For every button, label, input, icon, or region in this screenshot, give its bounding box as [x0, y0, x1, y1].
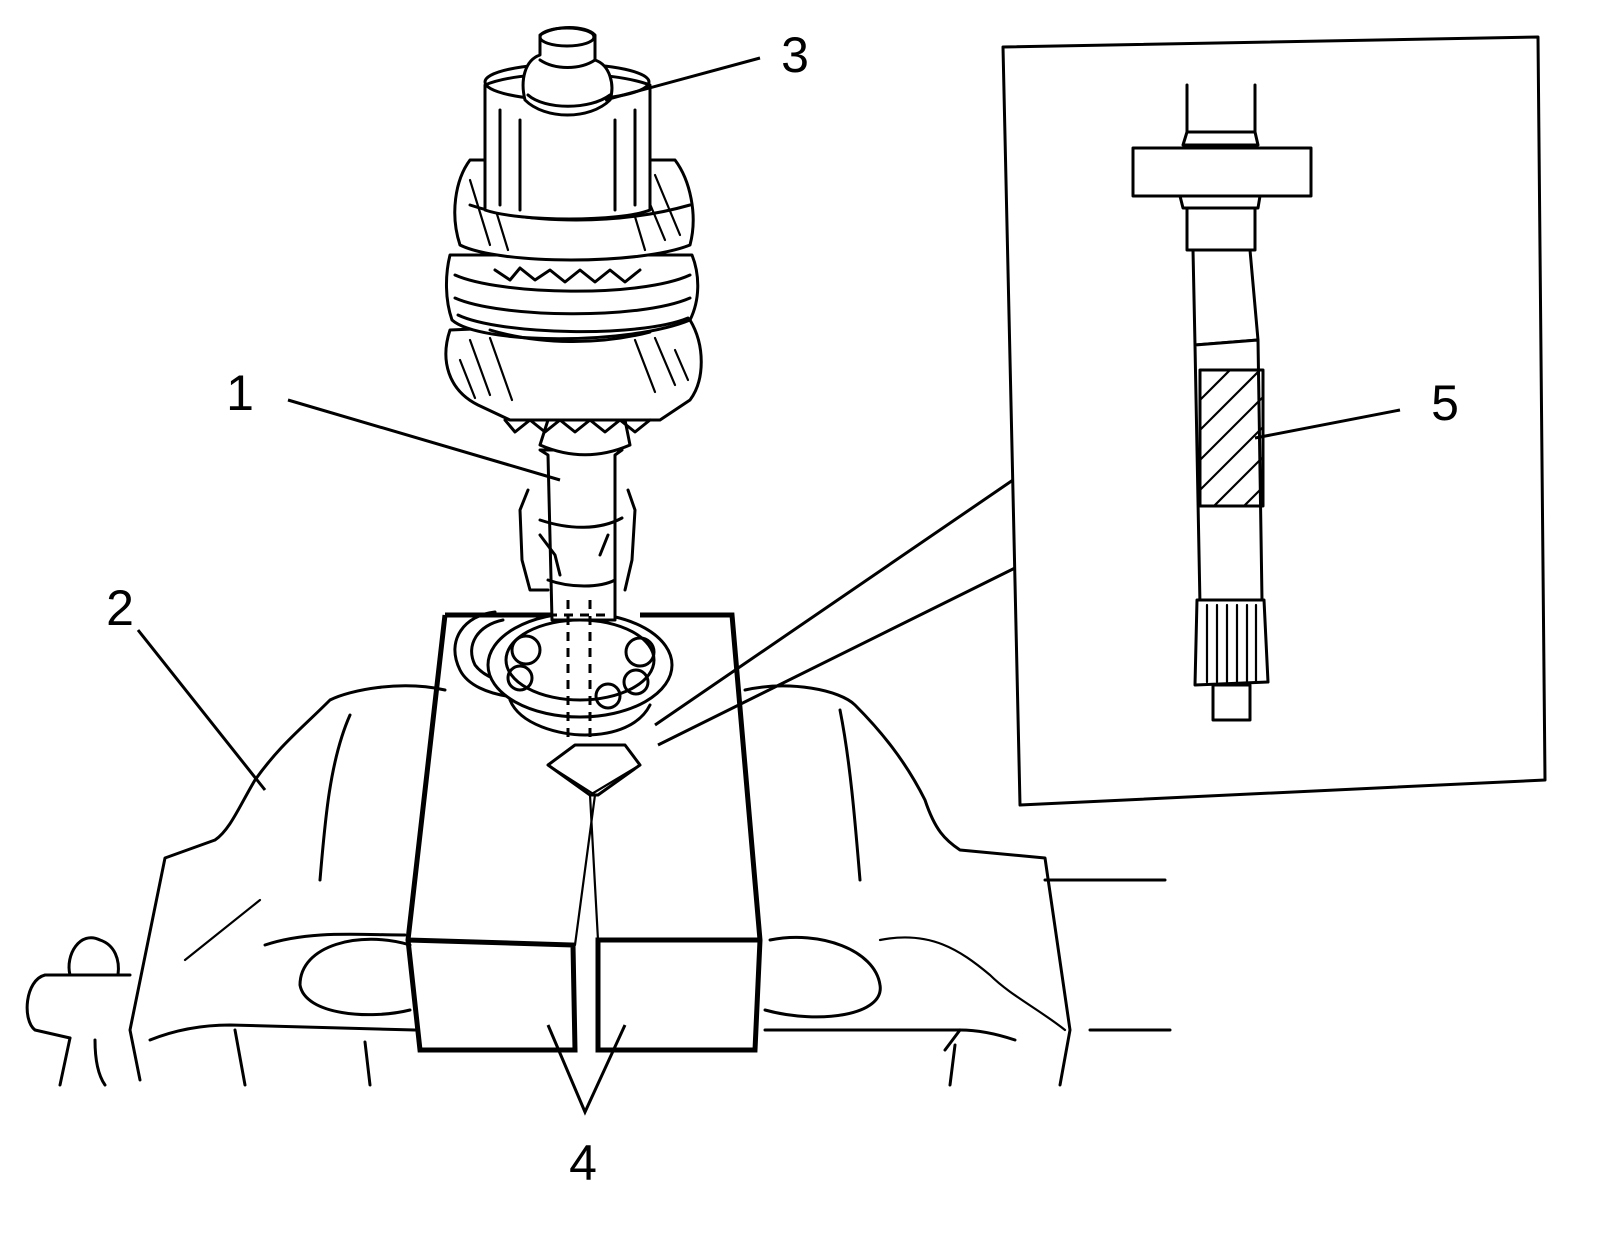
leader-3 — [604, 56, 761, 102]
bench-vise — [25, 684, 1172, 1087]
shaft-detail — [1131, 83, 1313, 722]
callout-5: 5 — [1431, 375, 1459, 431]
callouts: 1 2 3 4 5 — [106, 27, 1459, 1191]
leader-2 — [136, 629, 267, 791]
callout-1: 1 — [226, 365, 254, 421]
callout-3: 3 — [781, 27, 809, 83]
inset-panel — [654, 35, 1547, 807]
bearing-assembly — [453, 610, 674, 737]
gear-cluster — [444, 26, 703, 434]
input-shaft — [518, 418, 637, 740]
leader-5 — [1254, 408, 1401, 440]
leader-1 — [287, 398, 561, 482]
callout-4: 4 — [569, 1135, 597, 1191]
leader-4 — [546, 1024, 627, 1116]
callout-2: 2 — [106, 580, 134, 636]
